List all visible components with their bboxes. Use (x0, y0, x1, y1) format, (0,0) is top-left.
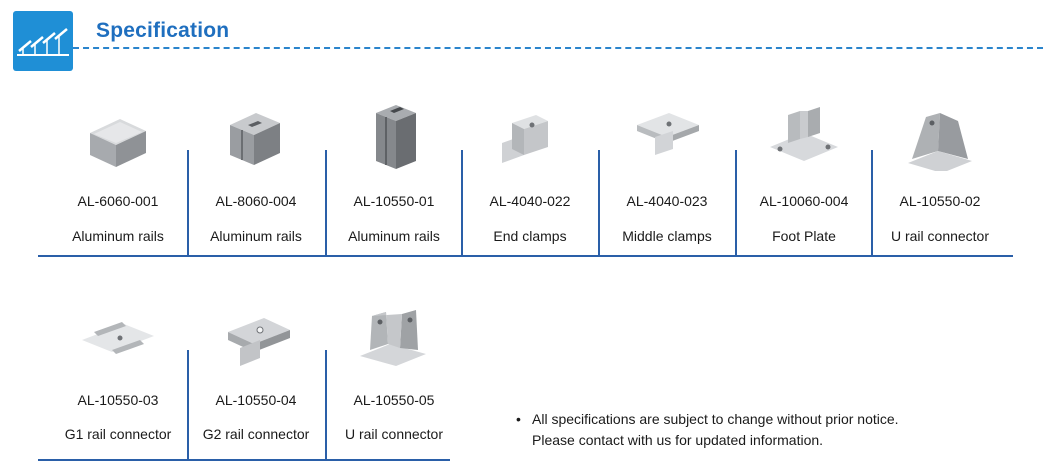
product-card: AL-4040-022 End clamps (462, 95, 598, 257)
product-name: G1 rail connector (64, 426, 172, 442)
note-line-1: All specifications are subject to change… (532, 411, 899, 427)
column-divider (735, 150, 737, 256)
u-rail-connector-icon (356, 300, 432, 368)
product-code: AL-4040-023 (626, 193, 708, 209)
product-code: AL-8060-004 (215, 193, 297, 209)
middle-clamp-icon (629, 103, 705, 171)
product-code: AL-10060-004 (759, 193, 849, 209)
product-card: AL-10550-05 U rail connector (326, 292, 462, 462)
bullet: • (516, 411, 521, 427)
product-card: AL-10060-004 Foot Plate (736, 95, 872, 257)
disclaimer-notes: • All specifications are subject to chan… (516, 409, 899, 451)
product-name: End clamps (493, 228, 567, 244)
product-card: AL-6060-001 Aluminum rails (50, 95, 186, 257)
column-divider (187, 350, 189, 460)
product-code: AL-10550-02 (899, 193, 981, 209)
product-code: AL-10550-04 (215, 392, 297, 408)
product-card: AL-10550-02 U rail connector (872, 95, 1008, 257)
product-code: AL-6060-001 (77, 193, 159, 209)
column-divider (325, 350, 327, 460)
page-title: Specification (96, 19, 230, 42)
product-name: Aluminum rails (210, 228, 302, 244)
product-card: AL-10550-01 Aluminum rails (326, 95, 462, 257)
column-divider (871, 150, 873, 256)
column-divider (325, 150, 327, 256)
u-rail-connector-icon (902, 103, 978, 173)
product-code: AL-10550-01 (353, 193, 435, 209)
g2-connector-icon (218, 300, 294, 368)
column-divider (598, 150, 600, 256)
product-name: Foot Plate (772, 228, 836, 244)
product-name: Middle clamps (622, 228, 712, 244)
product-code: AL-10550-03 (77, 392, 159, 408)
section-header: Specification (0, 0, 1048, 80)
product-card: AL-10550-03 G1 rail connector (50, 292, 186, 462)
header-divider (73, 47, 1043, 49)
product-code: AL-10550-05 (353, 392, 435, 408)
product-row-1: AL-6060-001 Aluminum rails AL-8060-004 A… (0, 95, 1048, 257)
product-name: Aluminum rails (72, 228, 164, 244)
square-rail-icon (80, 103, 156, 171)
product-name: G2 rail connector (202, 426, 310, 442)
tall-rail-icon (356, 103, 432, 171)
product-card: AL-10550-04 G2 rail connector (188, 292, 324, 462)
g1-connector-icon (80, 300, 156, 368)
product-row-2: AL-10550-03 G1 rail connector AL-10550-0… (0, 292, 1048, 462)
solar-panel-icon (13, 11, 73, 71)
product-card: AL-8060-004 Aluminum rails (188, 95, 324, 257)
product-name: Aluminum rails (348, 228, 440, 244)
row-underline (38, 255, 1013, 257)
product-name: U rail connector (890, 228, 990, 244)
note-line-2: Please contact with us for updated infor… (532, 432, 824, 448)
product-name: U rail connector (344, 426, 444, 442)
product-card: AL-4040-023 Middle clamps (599, 95, 735, 257)
row-underline (38, 459, 450, 461)
product-code: AL-4040-022 (489, 193, 571, 209)
column-divider (187, 150, 189, 256)
foot-plate-icon (766, 103, 842, 171)
end-clamp-icon (492, 103, 568, 171)
column-divider (461, 150, 463, 256)
slotted-rail-icon (218, 103, 294, 171)
